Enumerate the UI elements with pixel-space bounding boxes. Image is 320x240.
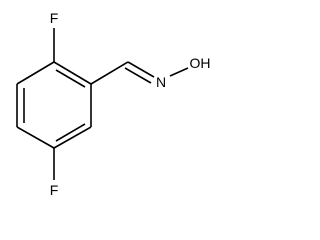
fluorine-bottom-label: F	[50, 182, 59, 198]
hydroxyl-label: OH	[190, 55, 211, 71]
double-bond-inner-c3-c4	[55, 123, 86, 142]
bond-c2-ch	[90, 61, 129, 85]
bond-n-o	[169, 67, 189, 77]
bond-ch-n-2	[124, 67, 152, 84]
fluorine-top-label: F	[50, 10, 59, 26]
benzene-ring	[16, 61, 92, 149]
nitrogen-label: N	[156, 74, 166, 90]
bond-c6-c1	[16, 61, 55, 85]
bond-c4-c5	[16, 126, 55, 149]
bond-c3-c4	[53, 126, 92, 149]
bond-ch-n-1	[127, 61, 155, 78]
double-bond-inner-c1-c2	[55, 69, 86, 88]
bond-c1-c2	[53, 61, 92, 85]
structure-diagram: F F N OH	[16, 10, 211, 198]
